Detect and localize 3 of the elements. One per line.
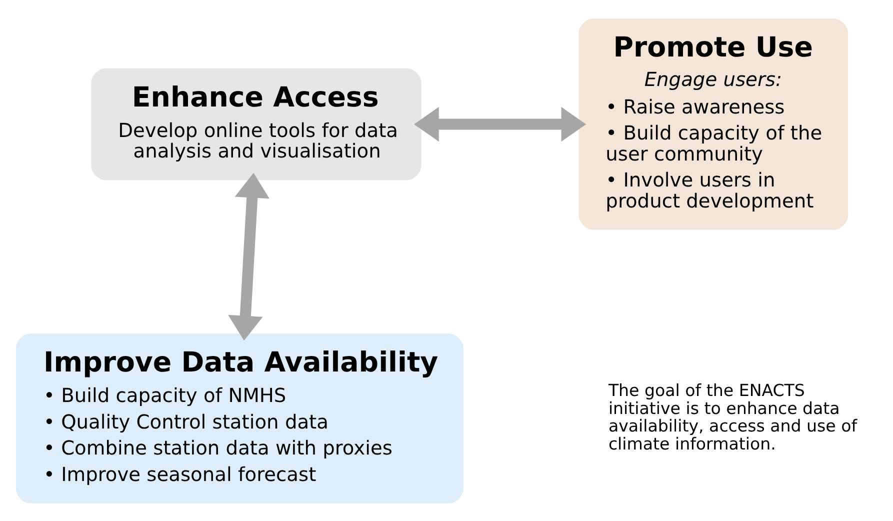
arrow	[414, 106, 586, 142]
arrow	[228, 172, 270, 340]
label: The goal of the ENACTS initiative is to enhance data availability, access and use of climate information.	[608, 380, 858, 454]
